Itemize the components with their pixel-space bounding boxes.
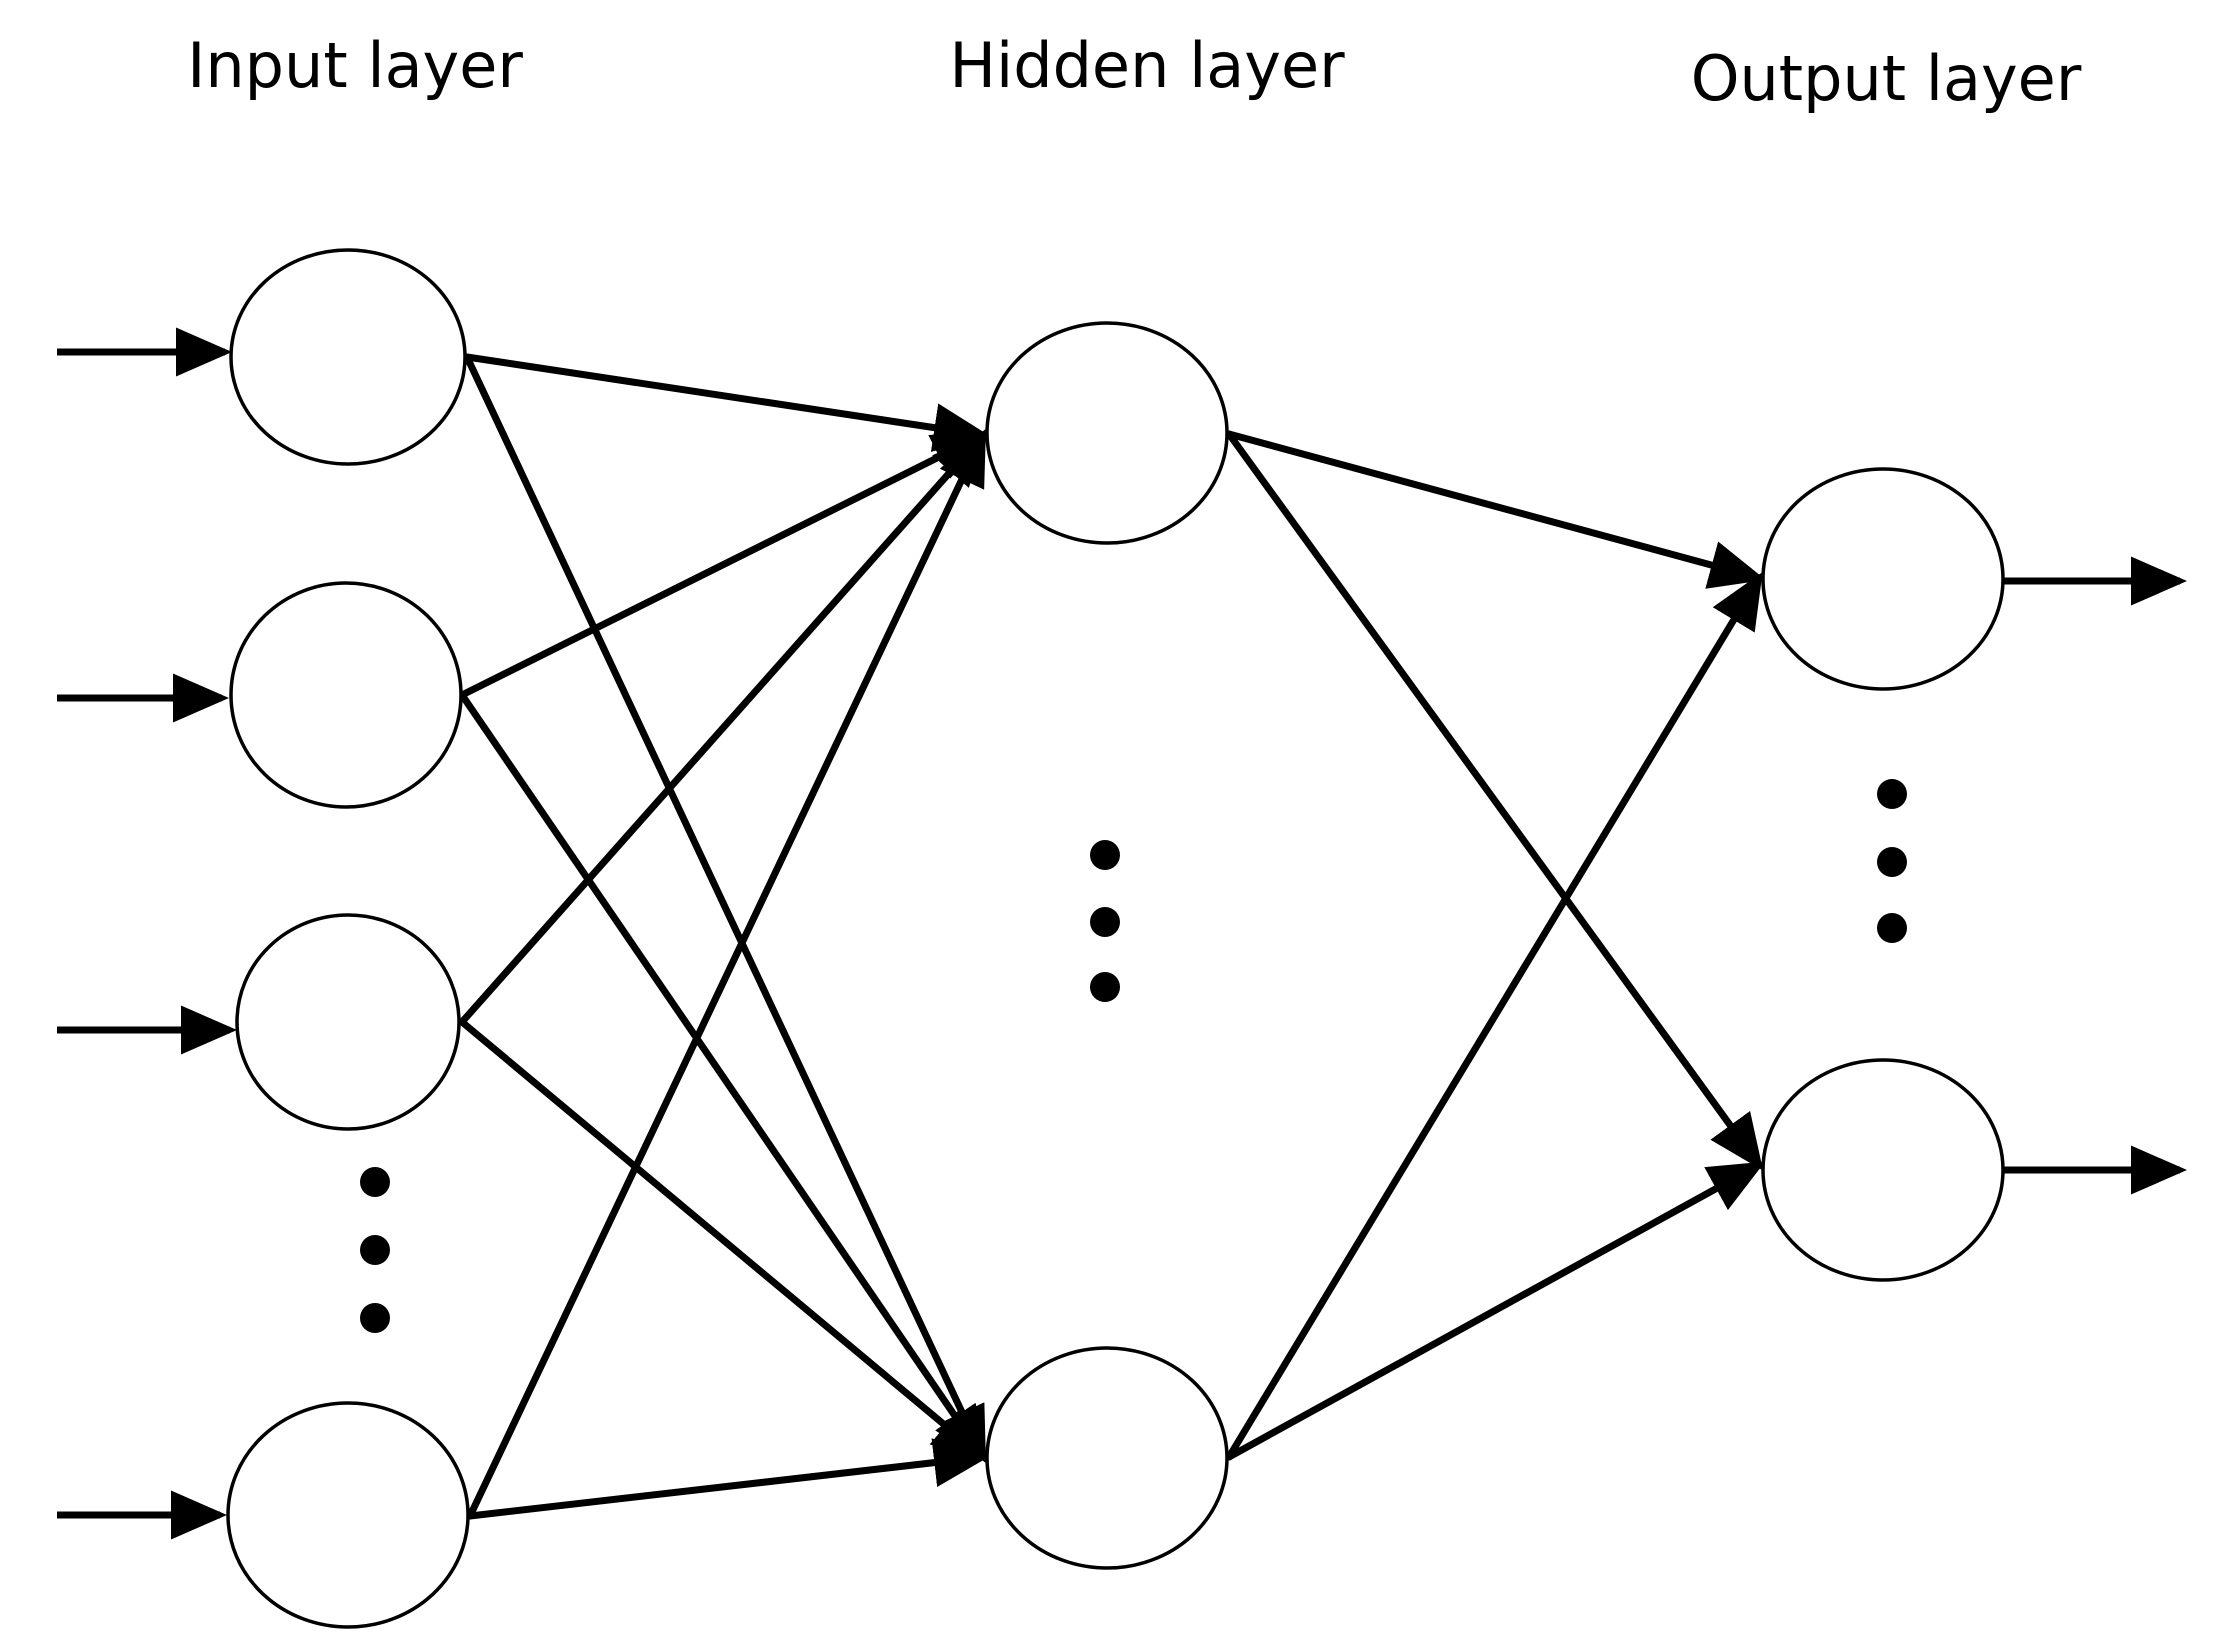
output-node-1 — [1761, 467, 2005, 691]
output-layer-title: Output layer — [1691, 42, 2082, 115]
ellipsis-dot — [1877, 913, 1907, 943]
edge-h1-o2 — [1225, 430, 1764, 1171]
input-hidden-connections — [458, 353, 990, 1520]
ellipsis-dot — [1877, 847, 1907, 877]
edge-h2-o2 — [1225, 1161, 1766, 1461]
edge-in4-h1 — [466, 428, 987, 1520]
input-layer-nodes — [226, 248, 470, 1629]
input-node-3 — [235, 913, 461, 1131]
edge-in3-h1 — [458, 429, 988, 1026]
edge-h2-o1 — [1225, 572, 1763, 1461]
edge-in2-h2 — [458, 691, 987, 1463]
input-arrows — [57, 327, 237, 1540]
ellipsis-dot — [1090, 840, 1120, 870]
input-layer-title: Input layer — [187, 29, 523, 102]
edge-in1-h1 — [463, 353, 990, 452]
hidden-node-1 — [985, 321, 1229, 545]
edge-in1-h2 — [463, 353, 987, 1464]
input-node-2 — [229, 581, 463, 809]
hidden-layer-title: Hidden layer — [949, 29, 1345, 102]
input-node-4 — [226, 1401, 470, 1629]
output-node-2 — [1761, 1058, 2005, 1282]
ellipsis-dot — [1090, 907, 1120, 937]
output-layer-nodes — [1761, 467, 2005, 1282]
ellipsis-dot — [360, 1167, 390, 1197]
edge-in3-h2 — [458, 1018, 989, 1462]
hidden-layer-nodes — [985, 321, 1229, 1570]
edge-h1-o1 — [1225, 430, 1766, 589]
hidden-layer-ellipsis — [1090, 840, 1120, 1002]
ellipsis-dot — [360, 1303, 390, 1333]
hidden-node-2 — [985, 1346, 1229, 1570]
output-layer-ellipsis — [1877, 779, 1907, 943]
ellipsis-dot — [1090, 972, 1120, 1002]
hidden-output-connections — [1225, 430, 1766, 1461]
ellipsis-dot — [1877, 779, 1907, 809]
ellipsis-dot — [360, 1235, 390, 1265]
input-node-1 — [229, 248, 467, 466]
output-arrows — [2002, 556, 2187, 1195]
edge-in4-h2 — [466, 1438, 990, 1520]
edge-in2-h1 — [458, 431, 990, 699]
input-layer-ellipsis — [360, 1167, 390, 1333]
